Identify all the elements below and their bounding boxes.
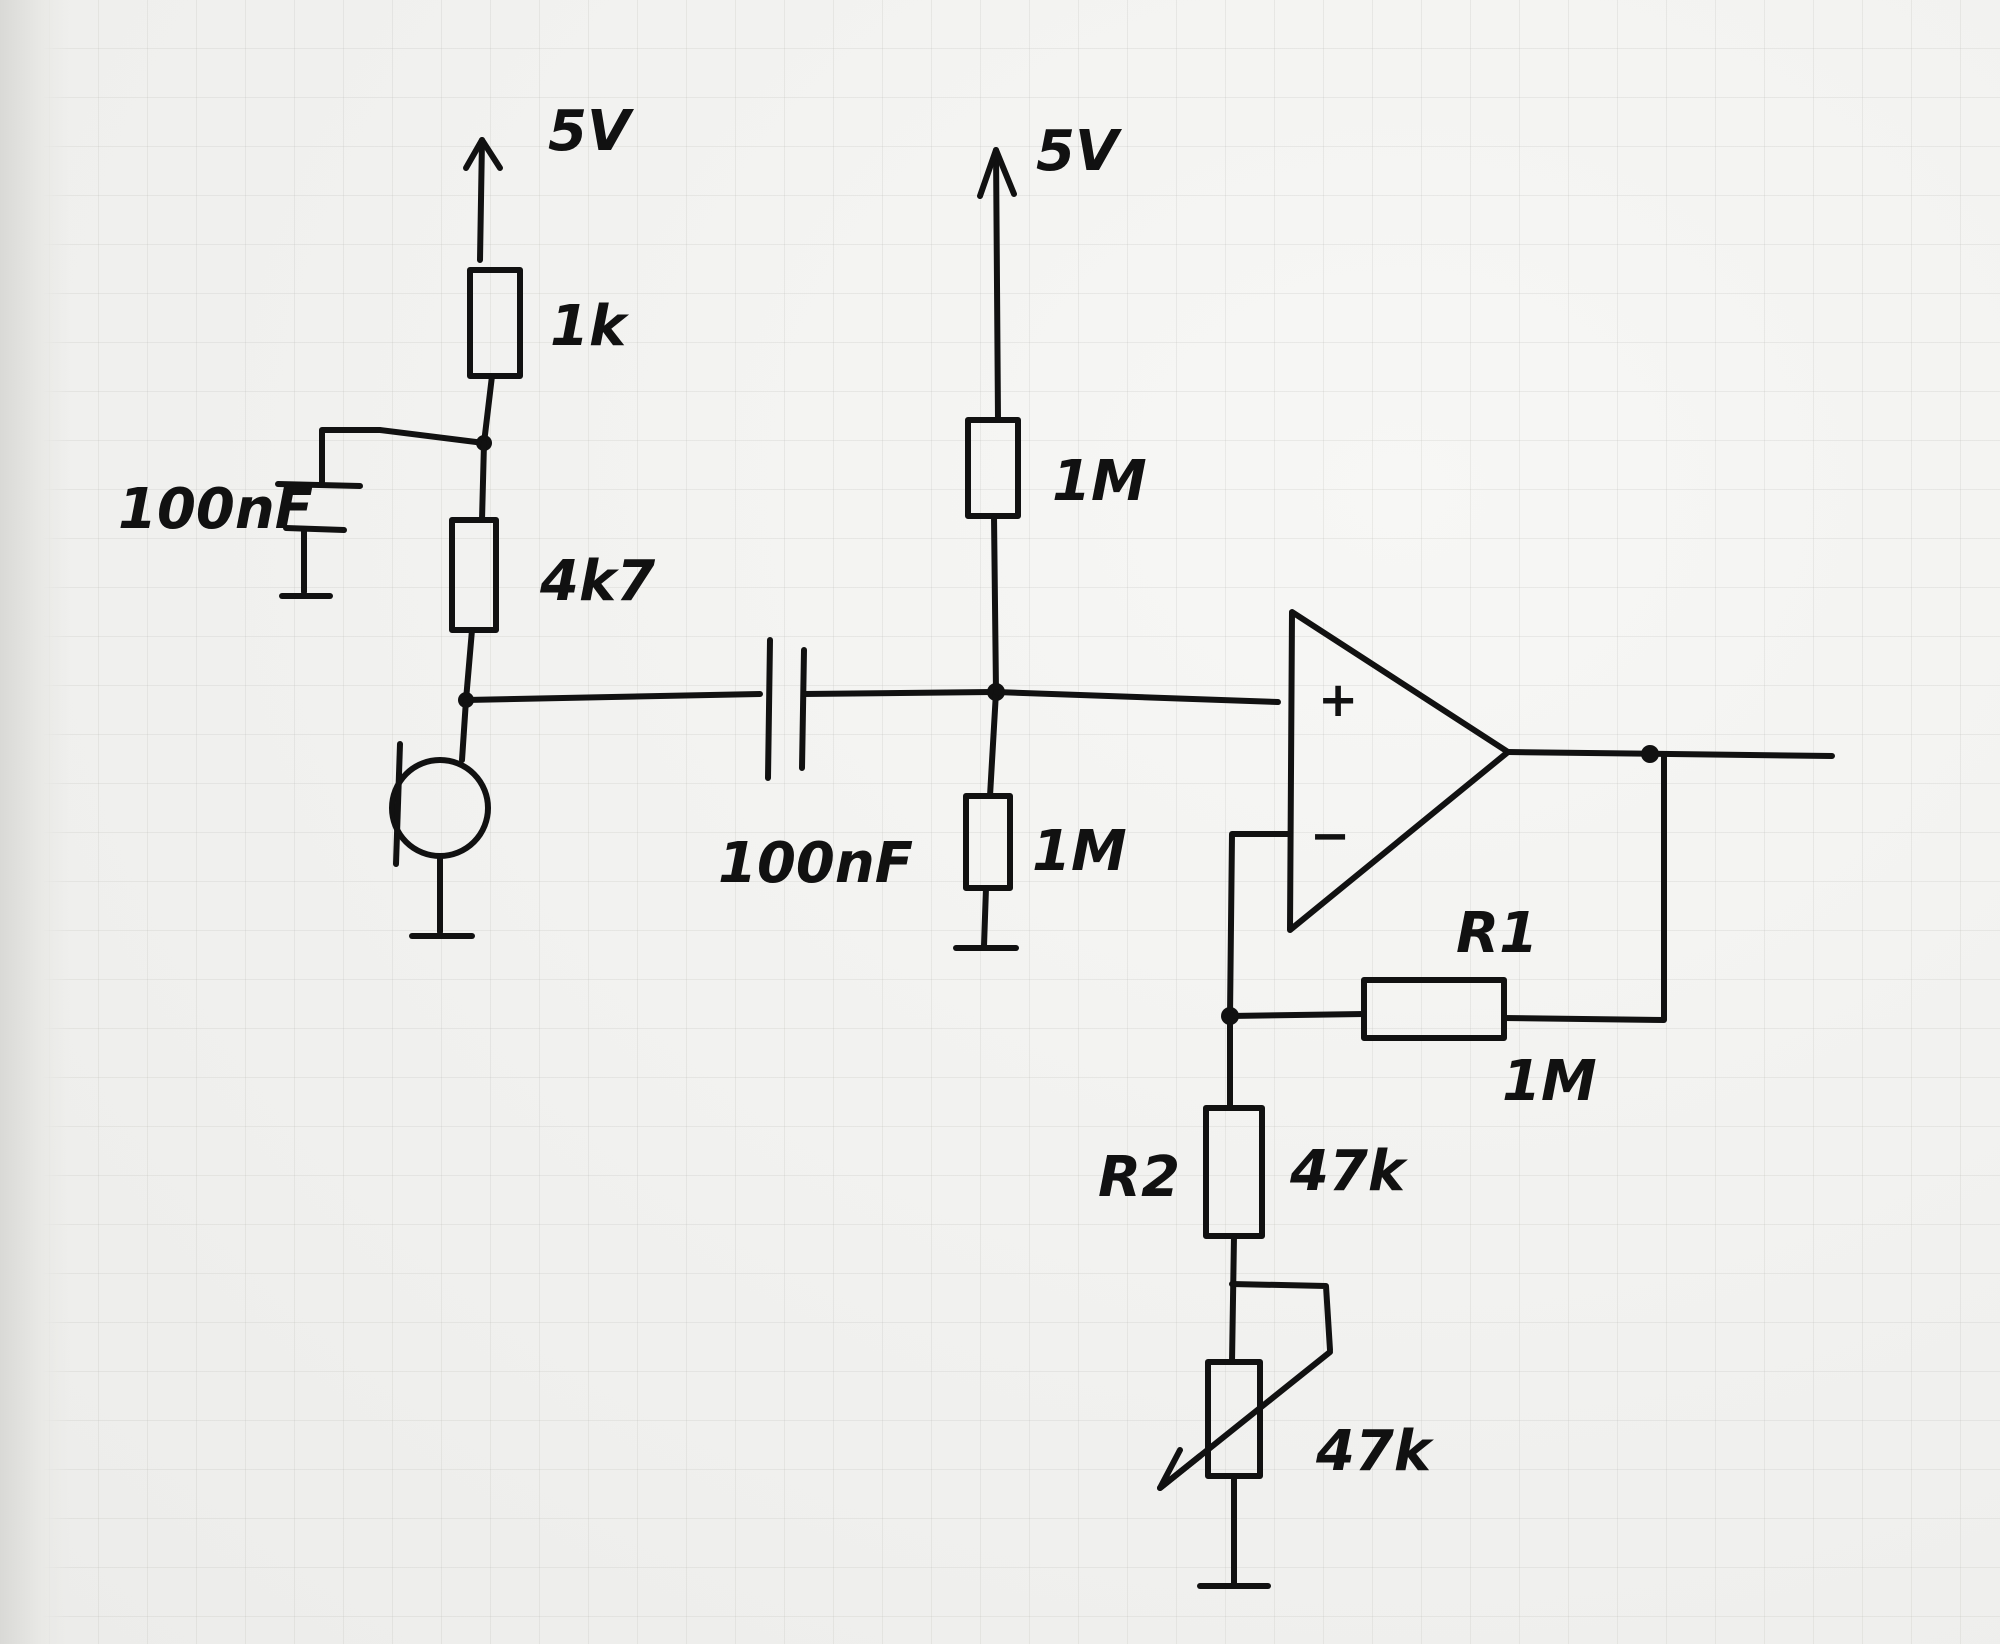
resistor-r1-value: 1M <box>1502 1049 1597 1114</box>
resistor-4k7-label: 4k7 <box>539 549 655 614</box>
capacitor-decoupling <box>275 427 487 599</box>
wire-1m-top-to-node <box>991 513 999 695</box>
resistor-r2-name: R2 <box>1098 1145 1180 1210</box>
resistor-r1-feedback <box>1361 977 1507 1041</box>
ground-symbol-pot <box>1197 1473 1271 1589</box>
resistor-r2 <box>1203 1105 1265 1239</box>
supply-label-right: 5V <box>1036 119 1123 184</box>
junction-output <box>1641 745 1659 763</box>
resistor-r1-name: R1 <box>1456 901 1538 966</box>
supply-label-left: 5V <box>548 99 635 164</box>
resistor-1m-bottom-label: 1M <box>1032 819 1127 884</box>
microphone-icon <box>389 697 491 939</box>
resistor-1m-top-label: 1M <box>1052 449 1147 514</box>
wire-feedback-right <box>1501 751 1667 1023</box>
ground-symbol-bias <box>953 885 1019 951</box>
notebook-binding-shadow <box>0 0 70 1644</box>
opamp-plus-sign: + <box>1318 672 1358 728</box>
capacitor-coupling-label: 100nF <box>718 831 913 896</box>
wire-output <box>1505 749 1835 759</box>
resistor-1m-bottom <box>963 793 1013 891</box>
resistor-1k-label: 1k <box>550 294 630 359</box>
capacitor-coupling <box>765 637 995 781</box>
wire-r2-to-pot <box>1229 1233 1237 1365</box>
resistor-1k <box>467 267 523 379</box>
opamp-symbol <box>1287 609 1511 933</box>
wire-node-to-4k7 <box>479 440 487 523</box>
capacitor-decoupling-label: 100nF <box>118 477 313 542</box>
resistor-1m-top <box>965 417 1021 519</box>
wire-mic-to-coupling-cap <box>463 691 763 703</box>
potentiometer-label: 47k <box>1315 1419 1435 1484</box>
resistor-4k7 <box>449 517 499 633</box>
opamp-minus-sign: − <box>1310 808 1350 864</box>
wire-to-noninverting-input <box>993 689 1281 705</box>
supply-arrow-left <box>463 137 503 263</box>
wire-node-to-1m-bottom <box>987 689 999 799</box>
resistor-r2-value: 47k <box>1289 1139 1409 1204</box>
supply-arrow-right <box>977 147 1017 423</box>
wire-1k-to-node <box>481 373 495 446</box>
wire-feedback-left <box>1227 1011 1367 1019</box>
wire-inverting-input <box>1227 831 1293 1019</box>
wire-4k7-to-mic <box>463 627 475 703</box>
potentiometer-47k <box>1157 1281 1333 1491</box>
